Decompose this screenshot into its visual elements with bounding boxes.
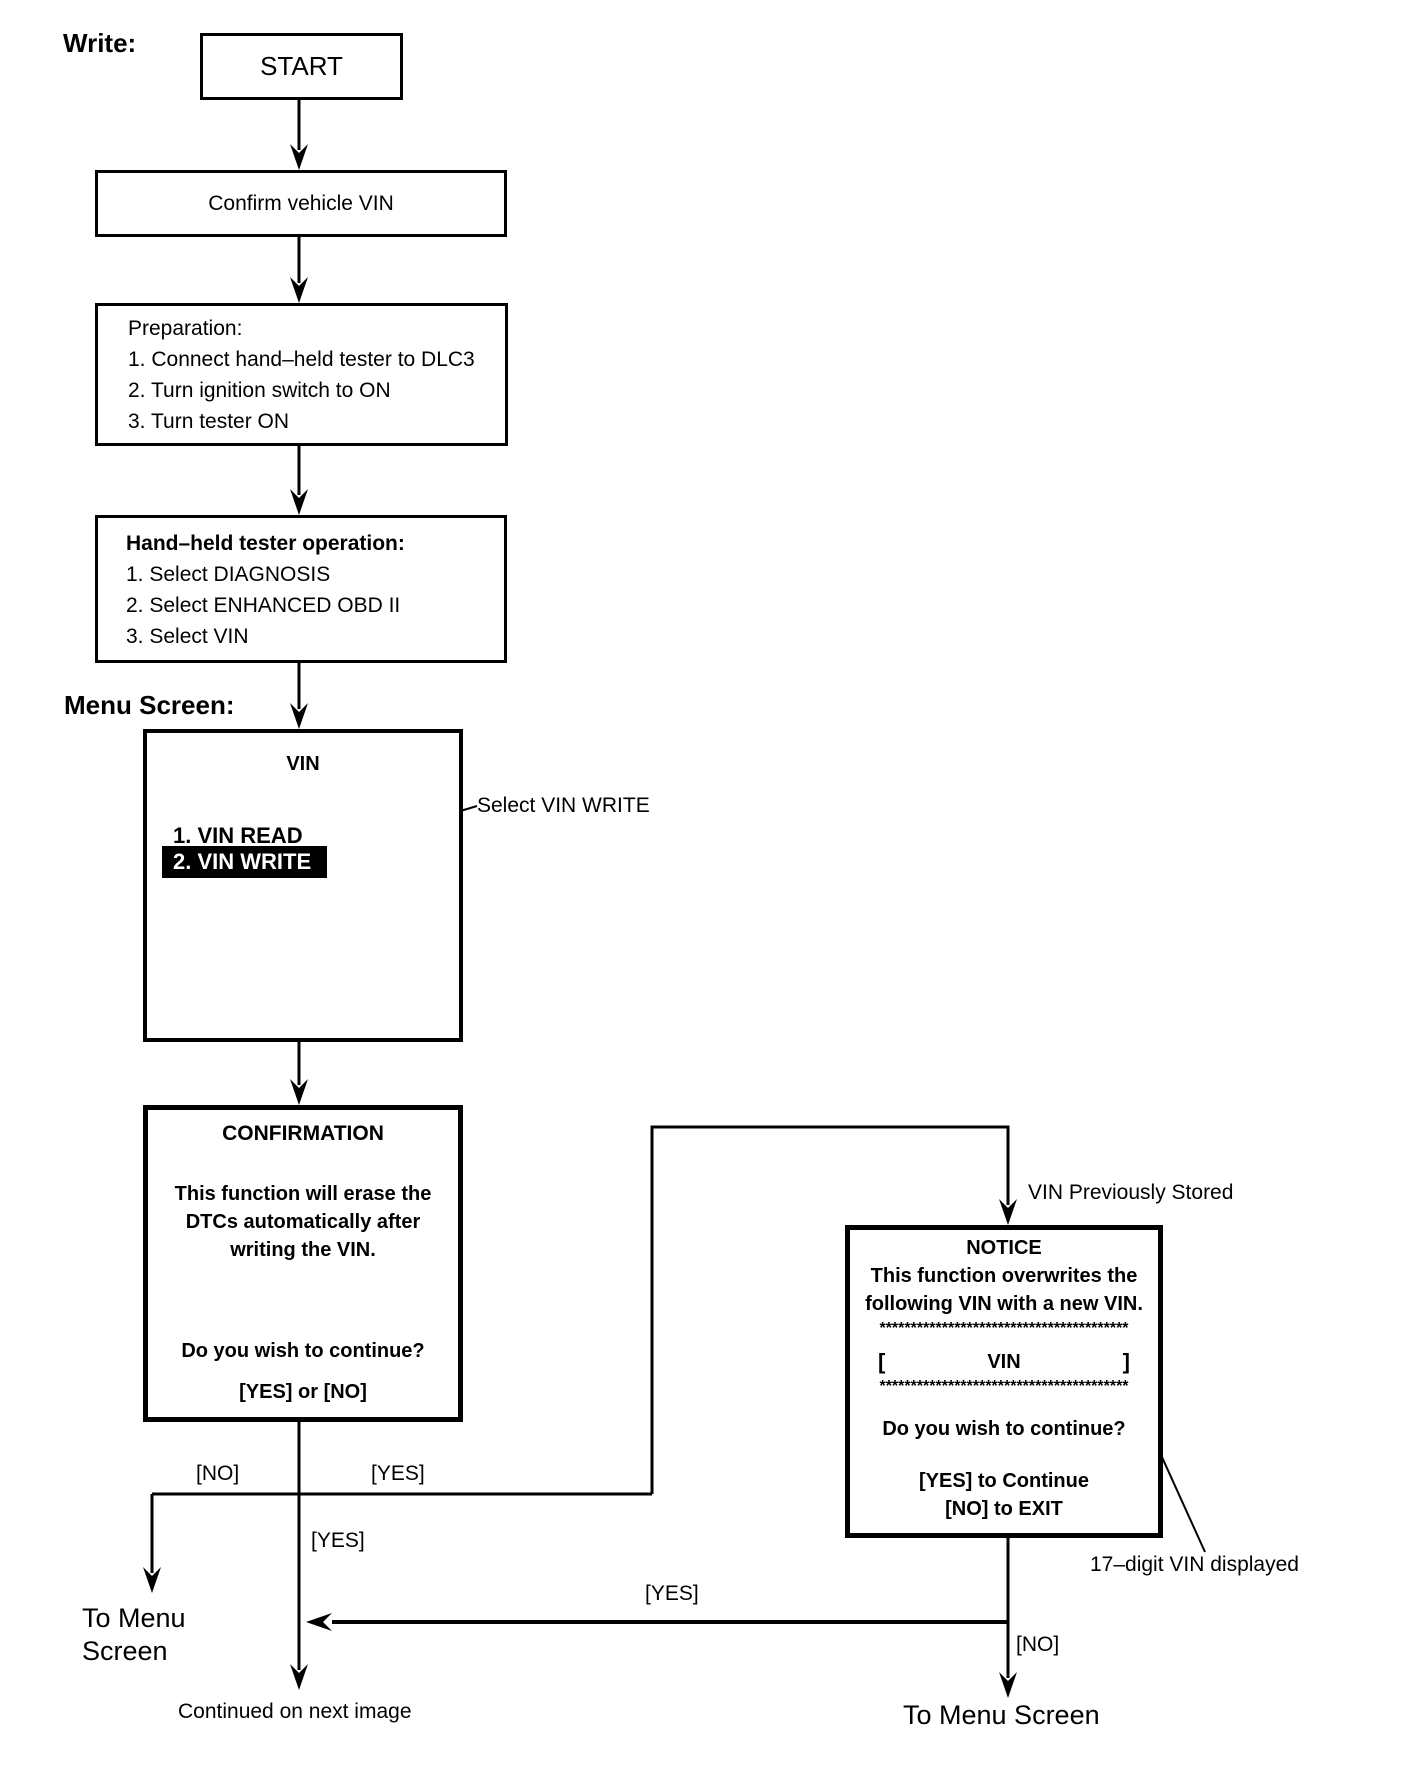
preparation-step: 2. Turn ignition switch to ON — [128, 379, 391, 402]
arrowhead — [290, 1079, 308, 1105]
notice-vin-open-bracket: [ — [878, 1349, 886, 1374]
arrowhead — [290, 703, 308, 729]
start-node: START — [200, 33, 403, 100]
edge-label-yes: [YES] — [645, 1582, 699, 1605]
notice-no-option: [NO] to EXIT — [945, 1498, 1063, 1520]
write-section-label: Write: — [63, 28, 137, 58]
tester-operation-step: 1. Select DIAGNOSIS — [126, 563, 331, 586]
to-menu-screen-left-line2: Screen — [82, 1636, 168, 1666]
continued-on-next-image-label: Continued on next image — [178, 1700, 412, 1723]
seventeen-digit-vin-annotation: 17–digit VIN displayed — [1090, 1553, 1299, 1576]
confirmation-options: [YES] or [NO] — [239, 1381, 367, 1403]
vin-previously-stored-annotation: VIN Previously Stored — [1028, 1181, 1234, 1204]
tester-operation-step: 2. Select ENHANCED OBD II — [126, 594, 401, 617]
start-label: START — [260, 51, 343, 81]
arrowhead — [290, 277, 308, 303]
notice-yes-option: [YES] to Continue — [919, 1470, 1089, 1492]
edge-label-no: [NO] — [196, 1462, 240, 1485]
notice-screen: NOTICE This function overwrites the foll… — [845, 1225, 1163, 1538]
preparation-step: 3. Turn tester ON — [128, 410, 290, 433]
select-vin-write-annotation: Select VIN WRITE — [477, 794, 650, 817]
preparation-title: Preparation: — [128, 317, 243, 340]
confirmation-body-line: This function will erase the — [174, 1183, 432, 1205]
vin-menu-screen: VIN 1. VIN READ 2. VIN WRITE — [143, 729, 463, 1042]
arrowhead — [290, 1664, 308, 1690]
to-menu-screen-left-line1: To Menu — [82, 1603, 186, 1633]
preparation-node: Preparation: 1. Connect hand–held tester… — [95, 303, 508, 446]
edge-yes-to-notice — [650, 1125, 1010, 1494]
arrowhead — [999, 1199, 1017, 1225]
to-menu-screen-right-label: To Menu Screen — [903, 1700, 1100, 1730]
edge-label-yes: [YES] — [311, 1529, 365, 1552]
confirm-vin-label: Confirm vehicle VIN — [208, 191, 394, 215]
tester-operation-title: Hand–held tester operation: — [126, 532, 405, 555]
vin-menu-title: VIN — [286, 753, 320, 775]
menu-screen-section-label: Menu Screen: — [64, 690, 235, 720]
preparation-step: 1. Connect hand–held tester to DLC3 — [128, 348, 475, 371]
notice-question: Do you wish to continue? — [882, 1418, 1126, 1440]
vin-menu-item-read: 1. VIN READ — [173, 823, 303, 848]
arrowhead — [290, 144, 308, 170]
notice-title: NOTICE — [966, 1237, 1042, 1259]
notice-body-line: This function overwrites the — [870, 1265, 1138, 1287]
confirmation-screen: CONFIRMATION This function will erase th… — [143, 1105, 463, 1422]
arrowhead — [999, 1672, 1017, 1698]
notice-vin-label: VIN — [987, 1350, 1021, 1373]
vin-menu-item-write-highlight: 2. VIN WRITE — [162, 846, 327, 878]
confirmation-body-line: writing the VIN. — [230, 1239, 376, 1261]
notice-separator-stars: **************************************** — [879, 1320, 1129, 1337]
confirmation-question: Do you wish to continue? — [181, 1340, 425, 1362]
tester-operation-step: 3. Select VIN — [126, 625, 249, 648]
arrowhead — [143, 1567, 161, 1593]
confirm-vin-node: Confirm vehicle VIN — [95, 170, 507, 237]
confirmation-body-line: DTCs automatically after — [185, 1211, 421, 1233]
vin-menu-item-write: 2. VIN WRITE — [173, 849, 312, 874]
notice-separator-stars: **************************************** — [879, 1378, 1129, 1395]
notice-vin-close-bracket: ] — [1122, 1349, 1130, 1374]
edge-label-yes: [YES] — [371, 1462, 425, 1485]
to-menu-screen-left-label: To Menu Screen — [82, 1602, 186, 1668]
arrowhead — [290, 489, 308, 515]
notice-body-line: following VIN with a new VIN. — [865, 1293, 1143, 1315]
edge-label-no: [NO] — [1016, 1633, 1060, 1656]
tester-operation-node: Hand–held tester operation: 1. Select DI… — [95, 515, 507, 663]
confirmation-title: CONFIRMATION — [222, 1122, 384, 1145]
arrowhead-left — [306, 1613, 332, 1631]
